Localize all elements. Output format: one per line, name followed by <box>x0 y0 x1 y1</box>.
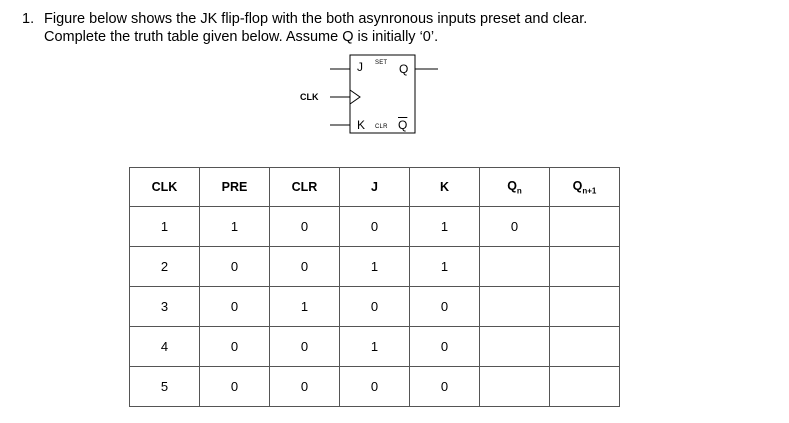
table-row: 1 1 0 0 1 0 <box>129 206 620 247</box>
cell-k: 1 <box>409 246 480 287</box>
header-qn: Qn <box>479 167 550 207</box>
cell-j: 1 <box>339 326 410 367</box>
header-clk: CLK <box>129 167 200 207</box>
table-row: 2 0 0 1 1 <box>129 246 620 287</box>
qbar-pin-label: Q <box>398 118 408 132</box>
header-qn1: Qn+1 <box>549 167 620 207</box>
cell-clr: 0 <box>269 326 340 367</box>
cell-qn1[interactable] <box>549 366 620 407</box>
cell-j: 1 <box>339 246 410 287</box>
truth-table-header-row: CLK PRE CLR J K Qn Qn+1 <box>129 167 620 207</box>
question-line-1: Figure below shows the JK flip-flop with… <box>44 11 588 27</box>
cell-qn[interactable] <box>479 366 550 407</box>
cell-clk: 5 <box>129 366 200 407</box>
flipflop-symbol <box>330 54 438 134</box>
cell-clk: 2 <box>129 246 200 287</box>
clr-pin-label: CLR <box>375 124 388 130</box>
header-pre: PRE <box>199 167 270 207</box>
cell-k: 0 <box>409 326 480 367</box>
question-text: 1. Figure below shows the JK flip-flop w… <box>22 10 762 46</box>
cell-qn1[interactable] <box>549 206 620 247</box>
cell-qn[interactable] <box>479 286 550 327</box>
header-qn1-sub: n+1 <box>582 186 597 196</box>
cell-pre: 0 <box>199 326 270 367</box>
table-row: 4 0 0 1 0 <box>129 326 620 367</box>
clk-pin-label: CLK <box>300 92 319 102</box>
cell-clr: 0 <box>269 206 340 247</box>
cell-qn1[interactable] <box>549 326 620 367</box>
table-row: 3 0 1 0 0 <box>129 286 620 327</box>
cell-qn[interactable] <box>479 326 550 367</box>
j-pin-label: J <box>357 60 363 74</box>
header-k: K <box>409 167 480 207</box>
flipflop-body <box>349 54 416 134</box>
cell-clk: 1 <box>129 206 200 247</box>
jk-flipflop-diagram: J SET Q CLK K CLR Q <box>280 54 450 145</box>
cell-clr: 0 <box>269 366 340 407</box>
cell-qn1[interactable] <box>549 246 620 287</box>
question-line-2: Complete the truth table given below. As… <box>44 29 439 45</box>
header-qn-main: Q <box>507 178 517 193</box>
cell-qn: 0 <box>479 206 550 247</box>
cell-clr: 1 <box>269 286 340 327</box>
header-j: J <box>339 167 410 207</box>
cell-k: 0 <box>409 366 480 407</box>
cell-pre: 0 <box>199 286 270 327</box>
cell-pre: 1 <box>199 206 270 247</box>
header-qn-sub: n <box>516 186 522 196</box>
cell-j: 0 <box>339 366 410 407</box>
cell-pre: 0 <box>199 366 270 407</box>
header-clr: CLR <box>269 167 340 207</box>
cell-clk: 4 <box>129 326 200 367</box>
k-pin-label: K <box>357 118 366 132</box>
cell-j: 0 <box>339 206 410 247</box>
cell-k: 1 <box>409 206 480 247</box>
cell-qn[interactable] <box>479 246 550 287</box>
table-row: 5 0 0 0 0 <box>129 366 620 407</box>
question-number: 1. <box>22 11 35 27</box>
clock-triangle <box>349 89 361 105</box>
header-qn1-main: Q <box>572 178 583 193</box>
cell-pre: 0 <box>199 246 270 287</box>
cell-j: 0 <box>339 286 410 327</box>
set-pin-label: SET <box>375 60 388 66</box>
cell-clr: 0 <box>269 246 340 287</box>
cell-clk: 3 <box>129 286 200 327</box>
q-pin-label: Q <box>399 62 409 76</box>
cell-qn1[interactable] <box>549 286 620 327</box>
cell-k: 0 <box>409 286 480 327</box>
truth-table: CLK PRE CLR J K Qn Qn+1 1 1 0 0 1 0 2 0 … <box>129 167 620 407</box>
